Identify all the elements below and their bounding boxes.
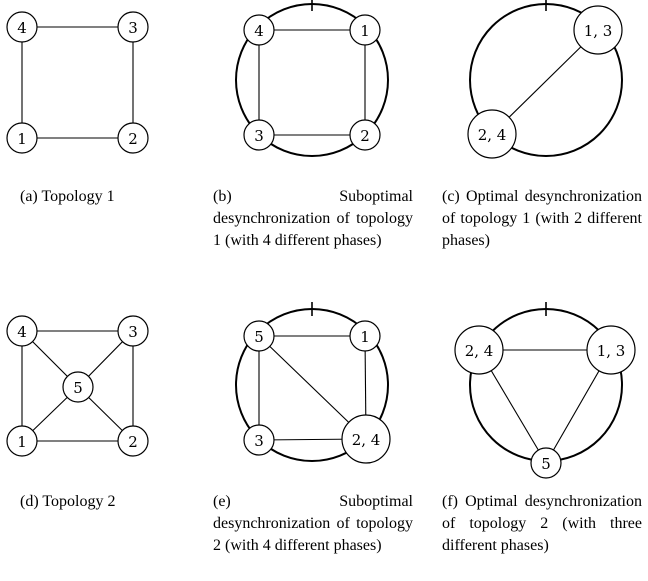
node-circle xyxy=(6,315,38,347)
node-label: 2 xyxy=(128,130,138,148)
caption-a: (a) Topology 1 xyxy=(20,188,115,205)
node-label: 3 xyxy=(254,127,264,145)
node-1: 1 xyxy=(349,320,381,352)
node-circle xyxy=(6,425,38,457)
node-circle xyxy=(467,109,517,159)
node-3: 3 xyxy=(117,11,149,43)
caption-b: (b) Suboptimal desynchronization of topo… xyxy=(213,188,413,249)
node-2: 2 xyxy=(117,122,149,154)
node-circle xyxy=(6,122,38,154)
node-circle xyxy=(117,122,149,154)
node-circle xyxy=(454,325,504,375)
node-4: 4 xyxy=(243,14,275,46)
caption-e: (e) Suboptimal desynchronization of topo… xyxy=(213,493,413,554)
node-circle xyxy=(349,320,381,352)
node-circle xyxy=(573,5,623,55)
node-24: 2, 4 xyxy=(467,109,517,159)
panel-c: 1, 3 2, 4 xyxy=(467,0,623,159)
node-label: 5 xyxy=(73,379,83,397)
node-label: 4 xyxy=(17,19,27,37)
node-24: 2, 4 xyxy=(454,325,504,375)
node-label: 1 xyxy=(360,22,370,40)
node-5: 5 xyxy=(243,320,275,352)
edge-13-24 xyxy=(491,29,599,135)
node-circle xyxy=(117,315,149,347)
node-5: 5 xyxy=(62,371,94,403)
node-1: 1 xyxy=(349,14,381,46)
panel-f: 2, 4 1, 3 5 xyxy=(454,302,636,479)
node-circle xyxy=(243,320,275,352)
node-label: 1, 3 xyxy=(584,22,613,40)
node-3: 3 xyxy=(117,315,149,347)
panel-a: 1 2 3 4 xyxy=(6,11,149,154)
node-label: 4 xyxy=(254,22,264,40)
node-label: 2 xyxy=(360,127,370,145)
node-24: 2, 4 xyxy=(341,414,391,464)
node-label: 3 xyxy=(128,323,138,341)
node-label: 4 xyxy=(17,323,27,341)
node-1: 1 xyxy=(6,122,38,154)
node-circle xyxy=(243,424,275,456)
node-circle xyxy=(530,447,562,479)
panel-d: 1 2 3 4 5 xyxy=(6,315,149,457)
node-label: 1 xyxy=(360,328,370,346)
node-13: 1, 3 xyxy=(586,325,636,375)
node-label: 1 xyxy=(17,130,27,148)
edge-5-24 xyxy=(258,335,367,440)
node-2: 2 xyxy=(349,119,381,151)
node-circle xyxy=(586,325,636,375)
node-4: 4 xyxy=(6,11,38,43)
node-label: 2 xyxy=(128,433,138,451)
node-1: 1 xyxy=(6,425,38,457)
node-circle xyxy=(62,371,94,403)
node-5: 5 xyxy=(530,447,562,479)
node-circle xyxy=(349,119,381,151)
node-4: 4 xyxy=(6,315,38,347)
node-label: 5 xyxy=(254,328,264,346)
caption-c: (c) Optimal desynchronization of topolog… xyxy=(442,188,642,249)
node-label: 1, 3 xyxy=(597,342,626,360)
node-label: 5 xyxy=(541,455,551,473)
node-label: 2, 4 xyxy=(478,126,507,144)
node-circle xyxy=(349,14,381,46)
node-circle xyxy=(243,119,275,151)
node-circle xyxy=(6,11,38,43)
node-circle xyxy=(117,425,149,457)
node-label: 3 xyxy=(128,19,138,37)
node-13: 1, 3 xyxy=(573,5,623,55)
node-2: 2 xyxy=(117,425,149,457)
node-label: 1 xyxy=(17,433,27,451)
node-label: 3 xyxy=(254,432,264,450)
caption-f: (f) Optimal desynchronization of topolog… xyxy=(442,493,642,554)
panel-e: 5 1 3 2, 4 xyxy=(235,302,391,464)
node-label: 2, 4 xyxy=(352,431,381,449)
node-circle xyxy=(117,11,149,43)
node-label: 2, 4 xyxy=(465,342,494,360)
node-3: 3 xyxy=(243,119,275,151)
caption-d: (d) Topology 2 xyxy=(20,493,116,510)
node-3: 3 xyxy=(243,424,275,456)
node-circle xyxy=(341,414,391,464)
panel-b: 4 1 3 2 xyxy=(235,0,389,157)
node-circle xyxy=(243,14,275,46)
